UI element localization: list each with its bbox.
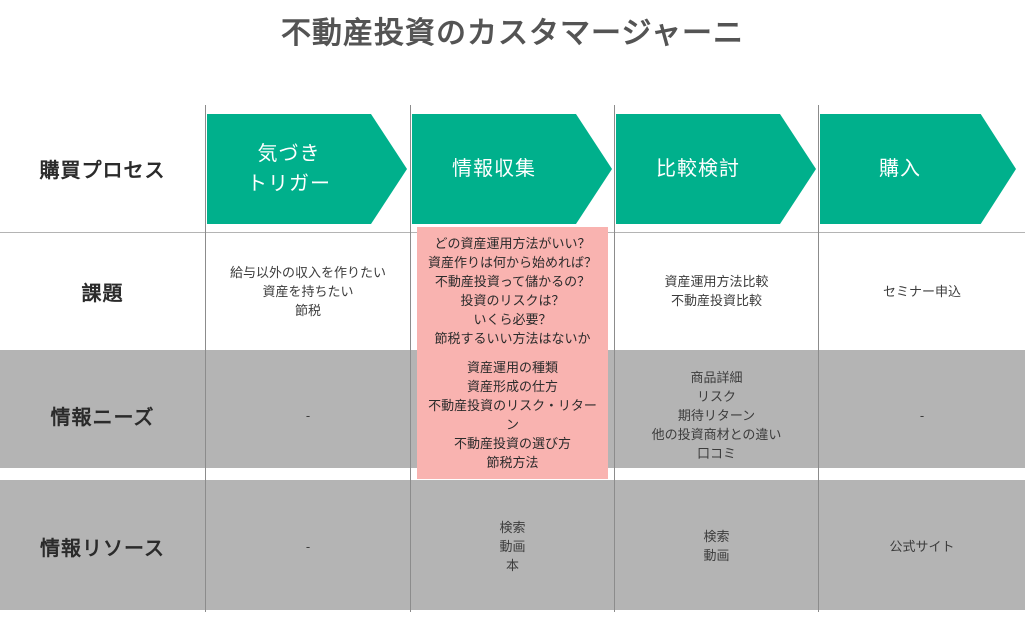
column-divider-1 bbox=[410, 105, 411, 612]
cell-info-needs-comparison: 商品詳細 リスク 期待リターン 他の投資商材との違い 口コミ bbox=[615, 350, 818, 480]
cell-info-resources-awareness: - bbox=[206, 480, 410, 612]
cell-info-resources-comparison: 検索 動画 bbox=[615, 480, 818, 612]
stage-arrow-purchase[interactable]: 購入 bbox=[820, 114, 1016, 224]
row-label-purchase-process: 購買プロセス bbox=[39, 160, 166, 182]
arrow-shape-icon bbox=[616, 114, 816, 224]
row-label-info-resources: 情報リソース bbox=[40, 537, 165, 560]
row-label-issues: 課題 bbox=[81, 282, 124, 305]
cell-text: どの資産運用方法がいい？ 資産作りは何から始めれば？ 不動産投資って儲かるの？ … bbox=[417, 227, 608, 355]
cell-issues-comparison: 資産運用方法比較 不動産投資比較 bbox=[615, 232, 818, 350]
row-divider-info-needs bbox=[0, 480, 1025, 610]
stage-label-information-gathering: 情報収集 bbox=[452, 158, 536, 180]
stage-arrow-comparison[interactable]: 比較検討 bbox=[616, 114, 816, 224]
cell-text: 資産運用方法比較 不動産投資比較 bbox=[664, 274, 769, 308]
column-divider-2 bbox=[614, 105, 615, 612]
cell-text: 検索 動画 本 bbox=[499, 519, 526, 573]
cell-info-needs-information-gathering: 資産運用の種類 資産形成の仕方 不動産投資のリスク・リターン 不動産投資の選び方… bbox=[411, 350, 614, 480]
cell-text: セミナー申込 bbox=[882, 283, 961, 299]
cell-info-resources-purchase: 公式サイト bbox=[819, 480, 1025, 612]
row-label-info-needs: 情報ニーズ bbox=[50, 406, 155, 429]
stage-arrow-awareness[interactable]: 気づき トリガー bbox=[207, 114, 407, 224]
cell-text: 商品詳細 リスク 期待リターン 他の投資商材との違い 口コミ bbox=[651, 369, 782, 461]
cell-text: - bbox=[919, 407, 925, 423]
arrow-shape-icon bbox=[412, 114, 612, 224]
page-title: 不動産投資のカスタマージャーニ bbox=[281, 17, 744, 50]
stage-label-purchase: 購入 bbox=[879, 158, 921, 180]
cell-info-needs-awareness: - bbox=[206, 350, 410, 480]
cell-info-needs-purchase: - bbox=[819, 350, 1025, 480]
column-divider-0 bbox=[205, 105, 206, 612]
cell-text: - bbox=[305, 407, 311, 423]
cell-info-resources-information-gathering: 検索 動画 本 bbox=[411, 480, 614, 612]
column-divider-3 bbox=[818, 105, 819, 612]
cell-text: - bbox=[305, 538, 311, 554]
cell-text: 検索 動画 bbox=[703, 529, 730, 563]
arrow-shape-icon bbox=[207, 114, 407, 224]
cell-text: 公式サイト bbox=[889, 538, 955, 554]
arrow-shape-icon bbox=[820, 114, 1016, 224]
cell-issues-purchase: セミナー申込 bbox=[819, 232, 1025, 350]
stage-label-comparison: 比較検討 bbox=[656, 158, 740, 180]
cell-issues-information-gathering: どの資産運用方法がいい？ 資産作りは何から始めれば？ 不動産投資って儲かるの？ … bbox=[411, 227, 614, 355]
stage-arrow-information-gathering[interactable]: 情報収集 bbox=[412, 114, 612, 224]
customer-journey-table: 購買プロセス 課題 情報ニーズ 情報リソース 気づき トリガー 情報収集 比較検… bbox=[0, 105, 1025, 613]
cell-issues-awareness: 給与以外の収入を作りたい 資産を持ちたい 節税 bbox=[206, 232, 410, 350]
stage-label-awareness: 気づき トリガー bbox=[247, 143, 331, 195]
cell-text: 資産運用の種類 資産形成の仕方 不動産投資のリスク・リターン 不動産投資の選び方… bbox=[417, 351, 608, 479]
cell-text: 給与以外の収入を作りたい 資産を持ちたい 節税 bbox=[229, 264, 386, 318]
